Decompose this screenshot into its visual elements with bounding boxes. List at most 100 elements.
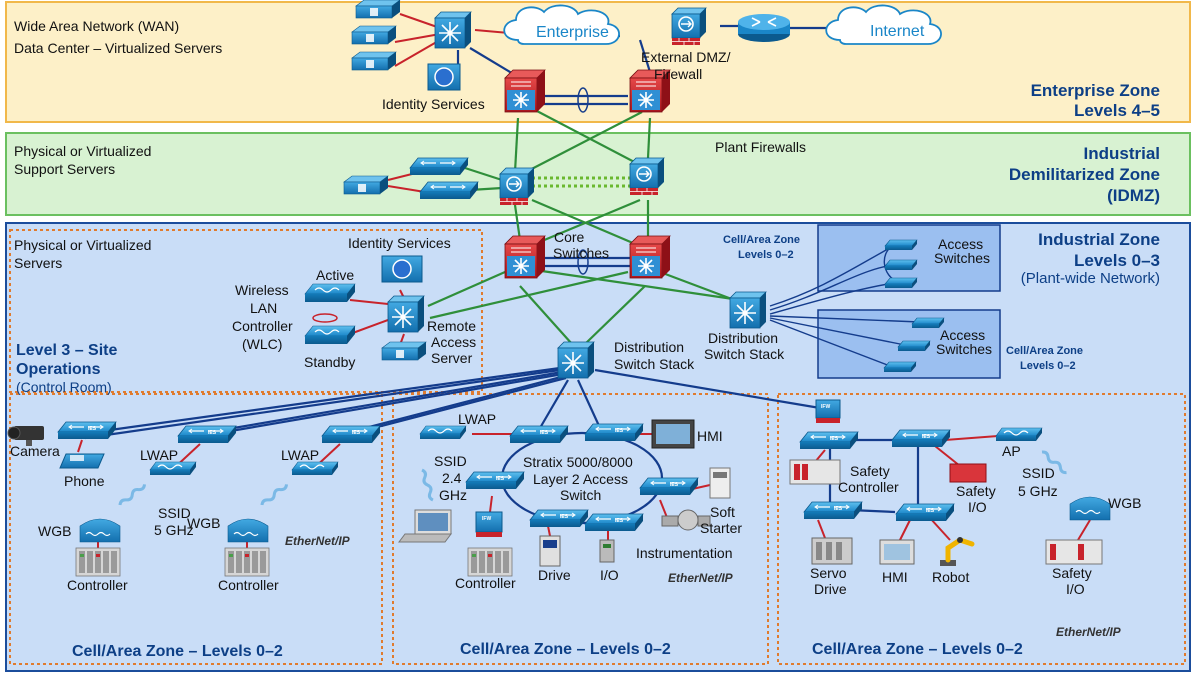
safety-controller-icon[interactable] (789, 459, 841, 485)
right-ifw-icon[interactable] (815, 399, 841, 423)
dist1-label-line1: Distribution (614, 339, 684, 355)
stratix-label-line2: Layer 2 Access (533, 471, 628, 487)
level3-switch[interactable] (387, 295, 425, 333)
left-controller-2-icon[interactable] (224, 547, 270, 577)
distribution-switch-stack-1[interactable] (557, 341, 595, 379)
camera-label: Camera (10, 443, 60, 459)
ies-label: IES (352, 430, 361, 436)
right-ssid-line2: 5 GHz (1018, 483, 1058, 499)
left-lwap-2[interactable] (291, 461, 339, 476)
idmz-servers-line1: Physical or Virtualized (14, 143, 151, 159)
ies-label: IES (615, 428, 624, 434)
core-switch-right[interactable] (629, 235, 671, 279)
instrumentation-icon[interactable] (661, 509, 711, 531)
left-controller-1-icon[interactable] (75, 547, 121, 577)
remote-access-server[interactable] (381, 341, 427, 361)
left-ies-2[interactable] (177, 425, 237, 444)
dmz-label-line1: External DMZ/ (641, 49, 731, 65)
access-switch-1c[interactable] (884, 277, 918, 289)
stratix-label-line3: Switch (560, 487, 601, 503)
left-wgb-2-label: WGB (187, 515, 220, 531)
left-wgb-1[interactable] (79, 518, 121, 543)
access-switch-1b[interactable] (884, 259, 918, 271)
soft-starter-line1: Soft (710, 504, 735, 520)
right-ies-3[interactable] (803, 501, 863, 520)
cell-zone-right-box (777, 393, 1186, 665)
right-hmi-icon[interactable] (879, 539, 915, 565)
idmz-zone-panel (5, 132, 1191, 216)
center-ies-right[interactable] (639, 477, 699, 496)
access-switch-2c[interactable] (883, 361, 917, 373)
center-ssid-line1: SSID (434, 453, 467, 469)
phone-label: Phone (64, 473, 105, 489)
servo-drive-icon[interactable] (811, 537, 853, 565)
right-ies-2[interactable] (891, 429, 951, 448)
servo-drive-line2: Drive (814, 581, 847, 597)
left-ies-3[interactable] (321, 425, 381, 444)
instrumentation-label: Instrumentation (636, 545, 733, 561)
left-lwap-1[interactable] (149, 461, 197, 476)
idmz-server[interactable] (343, 175, 389, 195)
robot-icon[interactable] (940, 537, 975, 566)
left-wgb-1-label: WGB (38, 523, 71, 539)
access-switches-1-line1: Access (938, 236, 983, 252)
level3-title-line2: Operations (16, 361, 101, 378)
io-label: I/O (600, 567, 619, 583)
center-ifw-icon[interactable] (475, 511, 503, 537)
access-switch-2b[interactable] (897, 340, 931, 352)
wan-server-2[interactable] (351, 25, 397, 45)
right-ies-4[interactable] (895, 503, 955, 522)
wan-server-1[interactable] (355, 0, 401, 19)
center-lwap[interactable] (419, 425, 467, 440)
wlc-active[interactable] (304, 283, 356, 303)
camera-icon[interactable] (7, 426, 44, 446)
dist1-label-line2: Switch Stack (614, 356, 695, 372)
core-switch-left[interactable] (504, 235, 546, 279)
idmz-switch-2[interactable] (419, 181, 479, 200)
wan-server-3[interactable] (351, 51, 397, 71)
cell-mid-label-line2: Levels 0–2 (1020, 360, 1076, 372)
drive-icon[interactable] (539, 535, 561, 567)
io-icon[interactable] (599, 539, 615, 563)
industrial-servers-line2: Servers (14, 255, 62, 271)
phone-icon[interactable] (59, 453, 105, 469)
safety-io-icon[interactable] (949, 463, 987, 483)
center-ies-bottom-left[interactable] (529, 509, 589, 528)
idmz-title-line2: Demilitarized Zone (1009, 165, 1160, 184)
access-switch-1a[interactable] (884, 239, 918, 251)
right-ies-1[interactable] (799, 431, 859, 450)
center-ies-top-left[interactable] (509, 425, 569, 444)
enterprise-to-idmz-links (513, 109, 652, 176)
soft-starter-icon[interactable] (709, 467, 731, 499)
wlc-standby[interactable] (304, 325, 356, 345)
enterprise-core-switch-left[interactable] (504, 69, 546, 113)
left-wgb-2[interactable] (227, 518, 269, 543)
left-ies-1[interactable] (57, 421, 117, 440)
soft-starter-line2: Starter (700, 520, 742, 536)
wan-switch[interactable] (434, 11, 472, 49)
ies-label: IES (560, 514, 569, 520)
center-ies-bottom-right[interactable] (584, 513, 644, 532)
core-switches-label-line1: Core (554, 229, 585, 245)
dist2-label-line2: Switch Stack (704, 346, 785, 362)
plant-firewalls-label: Plant Firewalls (715, 139, 806, 155)
servo-drive-line1: Servo (810, 565, 847, 581)
ras-label-line2: Access (431, 334, 476, 350)
safety-io-2-icon[interactable] (1045, 539, 1103, 565)
identity-services-icon[interactable] (427, 63, 461, 91)
right-wgb[interactable] (1069, 496, 1111, 521)
center-hmi-icon[interactable] (651, 419, 695, 449)
distribution-switch-stack-2[interactable] (729, 291, 767, 329)
left-lwap-2-label: LWAP (281, 447, 319, 463)
center-controller-icon[interactable] (467, 547, 513, 577)
center-ies-top-right[interactable] (584, 423, 644, 442)
idmz-switch-1[interactable] (409, 157, 469, 176)
ifw-label: IFW (482, 516, 491, 522)
laptop-icon[interactable] (398, 509, 452, 543)
center-hmi-label: HMI (697, 428, 723, 444)
right-ap[interactable] (995, 427, 1043, 442)
center-ies-left[interactable] (465, 471, 525, 490)
industrial-identity-services-icon[interactable] (381, 255, 423, 283)
router-icon[interactable] (738, 14, 790, 42)
